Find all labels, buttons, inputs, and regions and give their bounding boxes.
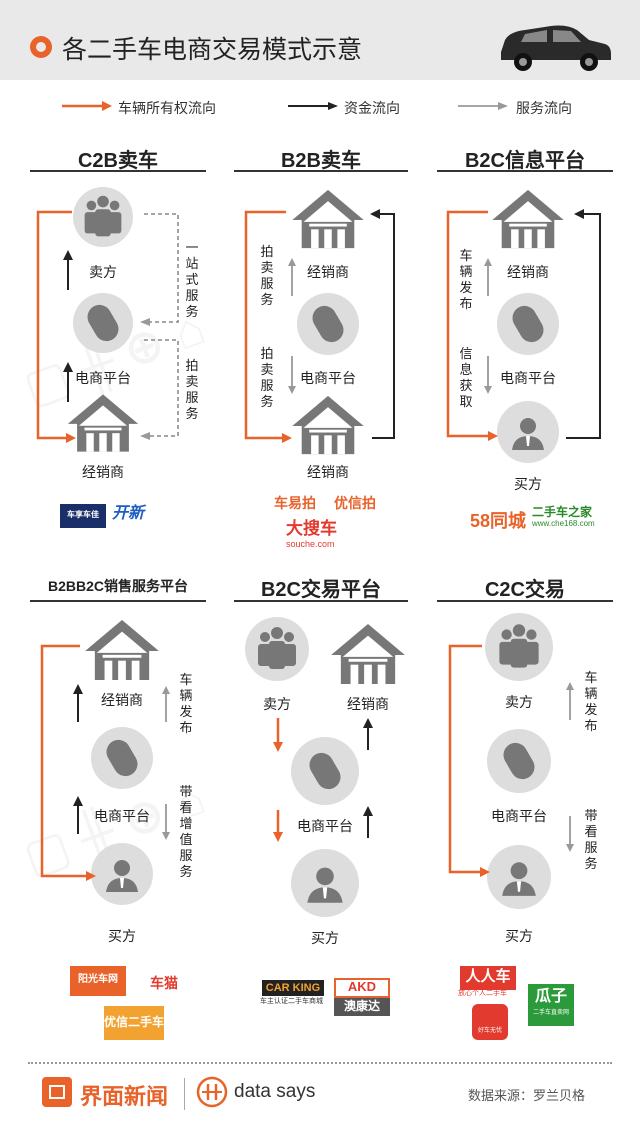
- c2c-rule: [437, 600, 613, 602]
- c2b-flow-arrows: [36, 210, 179, 443]
- service-arrow-icon: [458, 102, 508, 110]
- brand-logo-icon: [42, 1077, 72, 1107]
- b2c-trade-logo-4: 澳康达: [334, 998, 390, 1016]
- c2c-logo-2: 放心个人二手车: [458, 990, 507, 997]
- c2c-logo-3: 瓜子: [528, 984, 574, 1026]
- b2c-info-platform-label: 电商平台: [500, 370, 556, 386]
- b2b-platform-icon: [297, 293, 359, 355]
- b2c-trade-seller-label: 卖方: [263, 696, 291, 712]
- footer-separator: [184, 1078, 185, 1110]
- ownership-arrow-icon: [62, 101, 112, 111]
- b2bb2c-dealer-label: 经销商: [101, 692, 143, 708]
- b2c-info-logo-3: www.che168.com: [532, 519, 595, 528]
- b2c-info-title: B2C信息平台: [464, 150, 585, 172]
- b2c-trade-logo-1: CAR KING: [262, 980, 324, 996]
- b2b-logo-3: 大搜车: [286, 519, 337, 538]
- c2c-service-bottom: 带看服务: [584, 808, 598, 871]
- b2c-trade-logo-3: AKD: [334, 978, 390, 998]
- b2bb2c-platform-icon: [91, 727, 153, 789]
- b2b-service-top: 拍卖服务: [260, 244, 274, 307]
- funds-arrow-icon: [288, 102, 338, 110]
- b2b-logo-4: souche.com: [286, 539, 335, 549]
- b2bb2c-logo-2: 车猫: [150, 975, 178, 991]
- b2c-trade-buyer-label: 买方: [311, 930, 339, 946]
- c2b-title: C2B卖车: [77, 150, 158, 172]
- legend-service: 服务流向: [516, 100, 572, 116]
- c2b-logo-1: 车享车佳: [60, 504, 106, 528]
- c2b-service-top: 一站式服务: [185, 240, 199, 319]
- b2c-trade-platform-icon: [291, 737, 359, 805]
- b2b-logo-1: 车易拍: [274, 495, 316, 511]
- c2c-logo-5: 好车无忧: [472, 1004, 508, 1040]
- b2bb2c-rule: [30, 600, 206, 602]
- c2c-platform-label: 电商平台: [491, 808, 547, 824]
- c2b-seller-label: 卖方: [89, 264, 117, 280]
- b2bb2c-logo-3: 优信二手车: [104, 1006, 164, 1040]
- legend-funds: 资金流向: [344, 100, 400, 116]
- b2bb2c-logo-1: 阳光车网: [70, 966, 126, 996]
- b2c-info-buyer-label: 买方: [514, 476, 542, 492]
- b2b-title: B2B卖车: [280, 150, 361, 172]
- brand-name: 界面新闻: [80, 1084, 169, 1109]
- b2bb2c-service-bottom: 带看增值服务: [179, 784, 193, 879]
- c2c-buyer-icon: [487, 845, 551, 909]
- c2c-logo-1: 人人车: [460, 966, 516, 990]
- datasays-label: data says: [234, 1081, 316, 1102]
- b2c-trade-rule: [234, 600, 408, 602]
- data-source: 数据来源：罗兰贝格: [468, 1088, 586, 1103]
- b2bb2c-buyer-icon: [91, 843, 153, 905]
- b2c-info-flow-arrows: [446, 209, 601, 441]
- c2c-service-top: 车辆发布: [584, 670, 598, 733]
- b2c-trade-buyer-icon: [291, 849, 359, 917]
- b2b-platform-label: 电商平台: [300, 370, 356, 386]
- b2bb2c-platform-label: 电商平台: [94, 808, 150, 824]
- c2c-title: C2C交易: [484, 579, 565, 601]
- b2c-trade-platform-label: 电商平台: [297, 818, 353, 834]
- datasays-icon: [196, 1076, 228, 1108]
- c2b-logo-2: 开新: [112, 505, 145, 522]
- c2b-service-bottom: 拍卖服务: [185, 358, 199, 421]
- c2c-buyer-label: 买方: [505, 928, 533, 944]
- c2c-platform-icon: [487, 729, 551, 793]
- c2c-seller-icon: [485, 613, 553, 681]
- c2b-platform-icon: [73, 293, 133, 353]
- b2b-rule: [234, 170, 408, 172]
- b2c-info-logo-1: 58同城: [470, 511, 527, 531]
- b2bb2c-title: B2BB2C销售服务平台: [47, 578, 188, 594]
- b2c-info-dealer-label: 经销商: [507, 264, 549, 280]
- b2b-bottom-dealer-label: 经销商: [307, 464, 349, 480]
- b2c-trade-seller-icon: [245, 617, 309, 681]
- c2b-dealer-label: 经销商: [82, 464, 124, 480]
- c2b-seller-icon: [73, 187, 133, 247]
- b2b-service-bottom: 拍卖服务: [260, 346, 274, 409]
- b2c-info-platform-icon: [497, 293, 559, 355]
- b2c-info-service-bottom: 信息获取: [459, 346, 473, 409]
- b2c-info-buyer-icon: [497, 401, 559, 463]
- c2b-platform-label: 电商平台: [75, 370, 131, 386]
- title-bullet-icon: [30, 36, 52, 58]
- b2c-trade-dealer-label: 经销商: [347, 696, 389, 712]
- b2c-info-rule: [437, 170, 613, 172]
- b2bb2c-buyer-label: 买方: [108, 928, 136, 944]
- c2c-seller-label: 卖方: [505, 694, 533, 710]
- legend-ownership: 车辆所有权流向: [118, 100, 216, 116]
- b2c-info-service-top: 车辆发布: [459, 248, 473, 311]
- b2c-trade-logo-2: 车主认证二手车商城: [260, 998, 323, 1005]
- footer-divider: [28, 1062, 612, 1064]
- c2c-flow-arrows: [448, 644, 574, 877]
- car-icon: [501, 25, 611, 71]
- b2c-trade-flow-arrows: [273, 718, 373, 842]
- b2b-flow-arrows: [244, 209, 395, 443]
- page-title: 各二手车电商交易模式示意: [62, 36, 363, 64]
- b2c-trade-dealer-icon: [331, 623, 405, 685]
- b2b-top-dealer-label: 经销商: [307, 264, 349, 280]
- b2bb2c-flow-arrows: [40, 644, 170, 881]
- c2b-rule: [30, 170, 206, 172]
- c2c-logo-4: 二手车直卖网: [532, 1010, 569, 1016]
- b2bb2c-service-top: 车辆发布: [179, 672, 193, 735]
- b2c-info-logo-2: 二手车之家: [532, 505, 593, 519]
- b2c-trade-title: B2C交易平台: [260, 579, 381, 601]
- b2b-logo-2: 优信拍: [334, 495, 376, 511]
